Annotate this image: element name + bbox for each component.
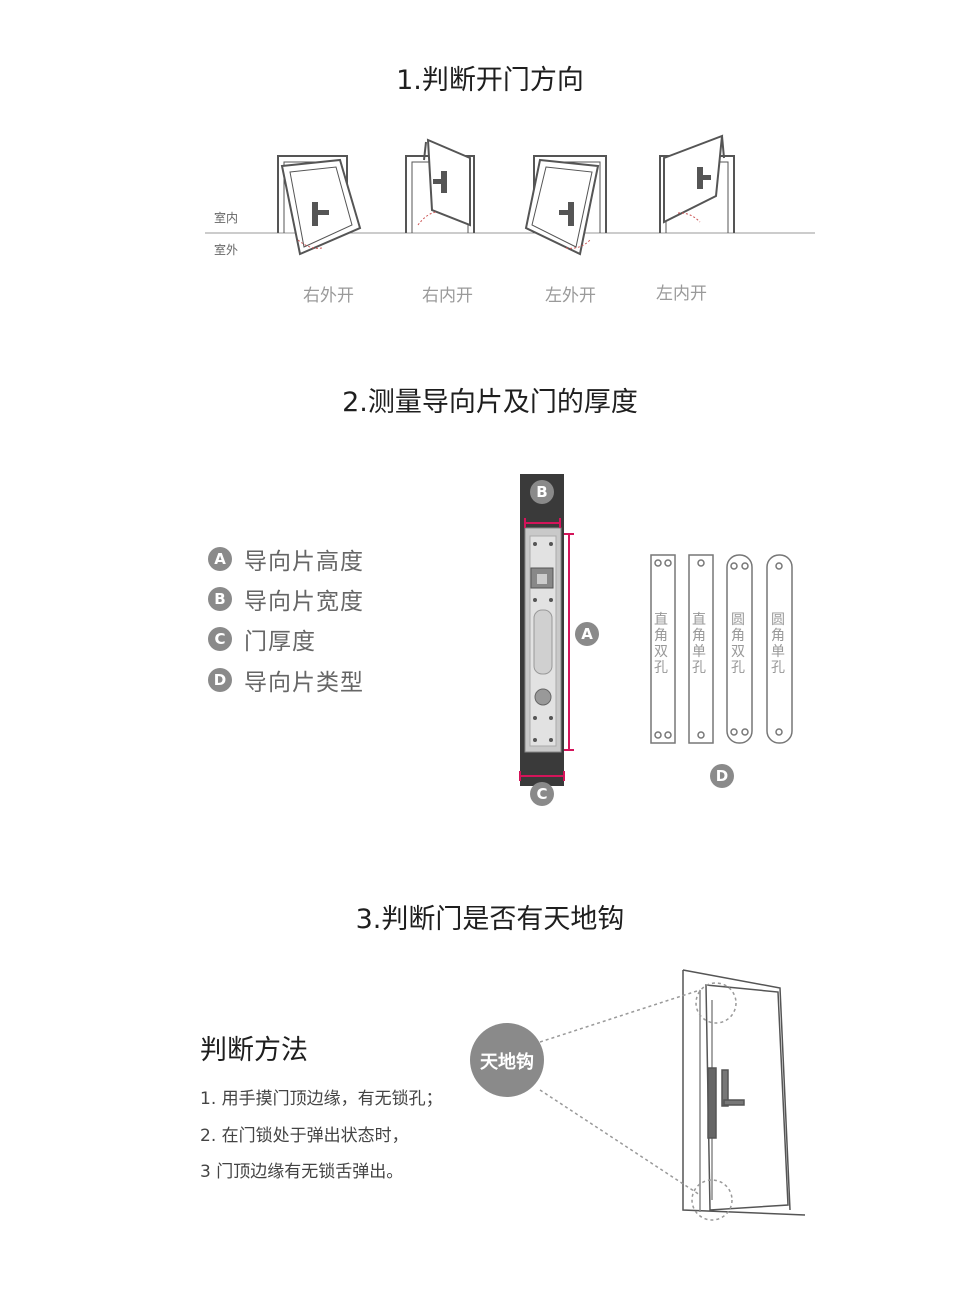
legend-text-d: 导向片类型 [244,670,364,696]
legend-item-c: C 门厚度 [208,622,316,656]
legend-item-d: D 导向片类型 [208,663,364,697]
door-label-right-outward: 右外开 [303,286,354,306]
legend-item-a: A 导向片高度 [208,542,364,576]
legend-badge-a: A [208,547,232,571]
marker-b: B [530,480,554,504]
marker-d: D [710,764,734,788]
legend-badge-c: C [208,627,232,651]
plate-type-icons [650,554,793,744]
method-step-3: 3 门顶边缘有无锁舌弹出。 [200,1162,404,1182]
door-label-right-inward: 右内开 [422,286,473,306]
indoor-label: 室内 [214,211,239,225]
legend-badge-b: B [208,587,232,611]
legend-text-b: 导向片宽度 [244,589,364,615]
lock-faceplate-diagram [519,474,574,786]
method-step-1: 1. 用手摸门顶边缘，有无锁孔； [200,1089,443,1109]
method-title: 判断方法 [200,1035,308,1066]
door-label-left-outward: 左外开 [545,286,596,306]
section3-title: 3.判断门是否有天地钩 [355,904,625,935]
legend-text-c: 门厚度 [244,629,316,655]
hook-badge-label: 天地钩 [480,1052,534,1073]
door-right-inward [405,138,475,233]
plate-label-1: 直角双孔 [654,612,668,676]
legend-item-b: B 导向片宽度 [208,582,364,616]
plate-square-double [650,554,676,744]
legend-text-a: 导向片高度 [244,549,364,575]
legend-badge-d: D [208,668,232,692]
door-label-left-inward: 左内开 [656,284,707,304]
plate-label-2: 直角单孔 [692,612,706,676]
plate-label-4: 圆角单孔 [771,612,785,676]
plate-label-3: 圆角双孔 [731,612,745,676]
door-hook-diagram [539,969,806,1221]
plate-round-single [766,554,793,744]
method-step-2: 2. 在门锁处于弹出状态时， [200,1126,409,1146]
hook-badge-circle [470,1023,544,1097]
door-left-outward [524,155,607,256]
outdoor-label: 室外 [214,243,239,257]
plate-square-single [688,554,714,744]
section2-title: 2.测量导向片及门的厚度 [342,387,638,418]
door-right-outward [277,155,362,256]
section1-title: 1.判断开门方向 [396,65,584,96]
marker-c: C [530,782,554,806]
marker-a: A [575,622,599,646]
door-left-inward [659,134,735,233]
plate-round-double [726,554,753,744]
